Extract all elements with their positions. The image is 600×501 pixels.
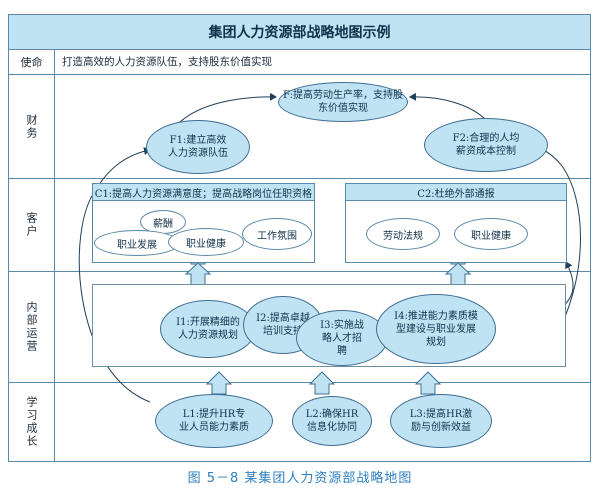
row-label-learning-wrap: 学习成长	[9, 383, 54, 461]
arrow-right-loop	[539, 147, 581, 329]
row-label-finance: 财务	[25, 113, 38, 140]
diagram-title: 集团人力资源部战略地图示例	[9, 15, 590, 50]
c1-item-career: 职业发展	[94, 230, 180, 256]
arrow-f1-to-f	[179, 92, 277, 123]
mission-statement: 打造高效的人力资源队伍，支持股东价值实现	[62, 56, 272, 68]
customer-c1-title: C1:提高人力资源满意度；提高战略岗位任职资格	[93, 184, 314, 201]
figure-caption: 图 5－8 某集团人力资源部战略地图	[187, 471, 413, 486]
row-label-mission: 使命	[20, 56, 43, 69]
finance-objective-f1: F1:建立高效人力资源队伍	[146, 120, 250, 174]
row-divider-finance	[9, 178, 590, 179]
block-arrow-l1-up	[205, 371, 233, 395]
block-arrow-l3-up	[414, 371, 442, 395]
row-label-customer-wrap: 客户	[9, 179, 54, 271]
row-label-internal-wrap: 内部运营	[9, 272, 54, 382]
arrow-f2-to-f	[409, 92, 487, 121]
c2-item-labor-law: 劳动法规	[366, 218, 440, 250]
row-label-finance-wrap: 财务	[9, 75, 54, 178]
internal-objective-i3: I3:实施战略人才招聘	[296, 310, 388, 366]
customer-c2-title: C2:杜绝外部通报	[346, 184, 566, 201]
learning-objective-l3: L3:提高HR激励与创新效益	[390, 394, 492, 448]
block-arrow-internal-c2	[444, 262, 472, 286]
strategy-map-frame	[8, 14, 591, 462]
row-label-customer: 客户	[25, 212, 38, 238]
block-arrow-internal-c1	[184, 262, 212, 286]
internal-objective-i4: I4:推进能力素质模型建设与职业发展规划	[376, 294, 496, 364]
row-divider-customer	[9, 271, 590, 272]
finance-objective-f: F:提高劳动生产率，支持股东价值实现	[278, 82, 408, 122]
finance-objective-f2: F2:合理的人均薪资成本控制	[424, 118, 548, 172]
c1-item-atmosphere: 工作氛围	[242, 218, 312, 250]
row-label-internal: 内部运营	[25, 301, 38, 353]
row-divider-mission	[9, 74, 590, 75]
row-divider-internal	[9, 382, 590, 383]
row-label-learning: 学习成长	[25, 396, 38, 448]
learning-objective-l2: L2:确保HR信息化协同	[292, 396, 372, 446]
block-arrow-l2-up	[308, 371, 336, 395]
c1-item-health: 职业健康	[168, 228, 244, 256]
label-column-divider	[54, 50, 55, 461]
c2-item-health: 职业健康	[454, 218, 528, 250]
learning-objective-l1: L1:提升HR专业人员能力素质	[155, 394, 273, 448]
customer-box-c2: C2:杜绝外部通报	[345, 183, 567, 263]
internal-objective-i1: I1:开展精细的人力资源规划	[160, 300, 256, 358]
